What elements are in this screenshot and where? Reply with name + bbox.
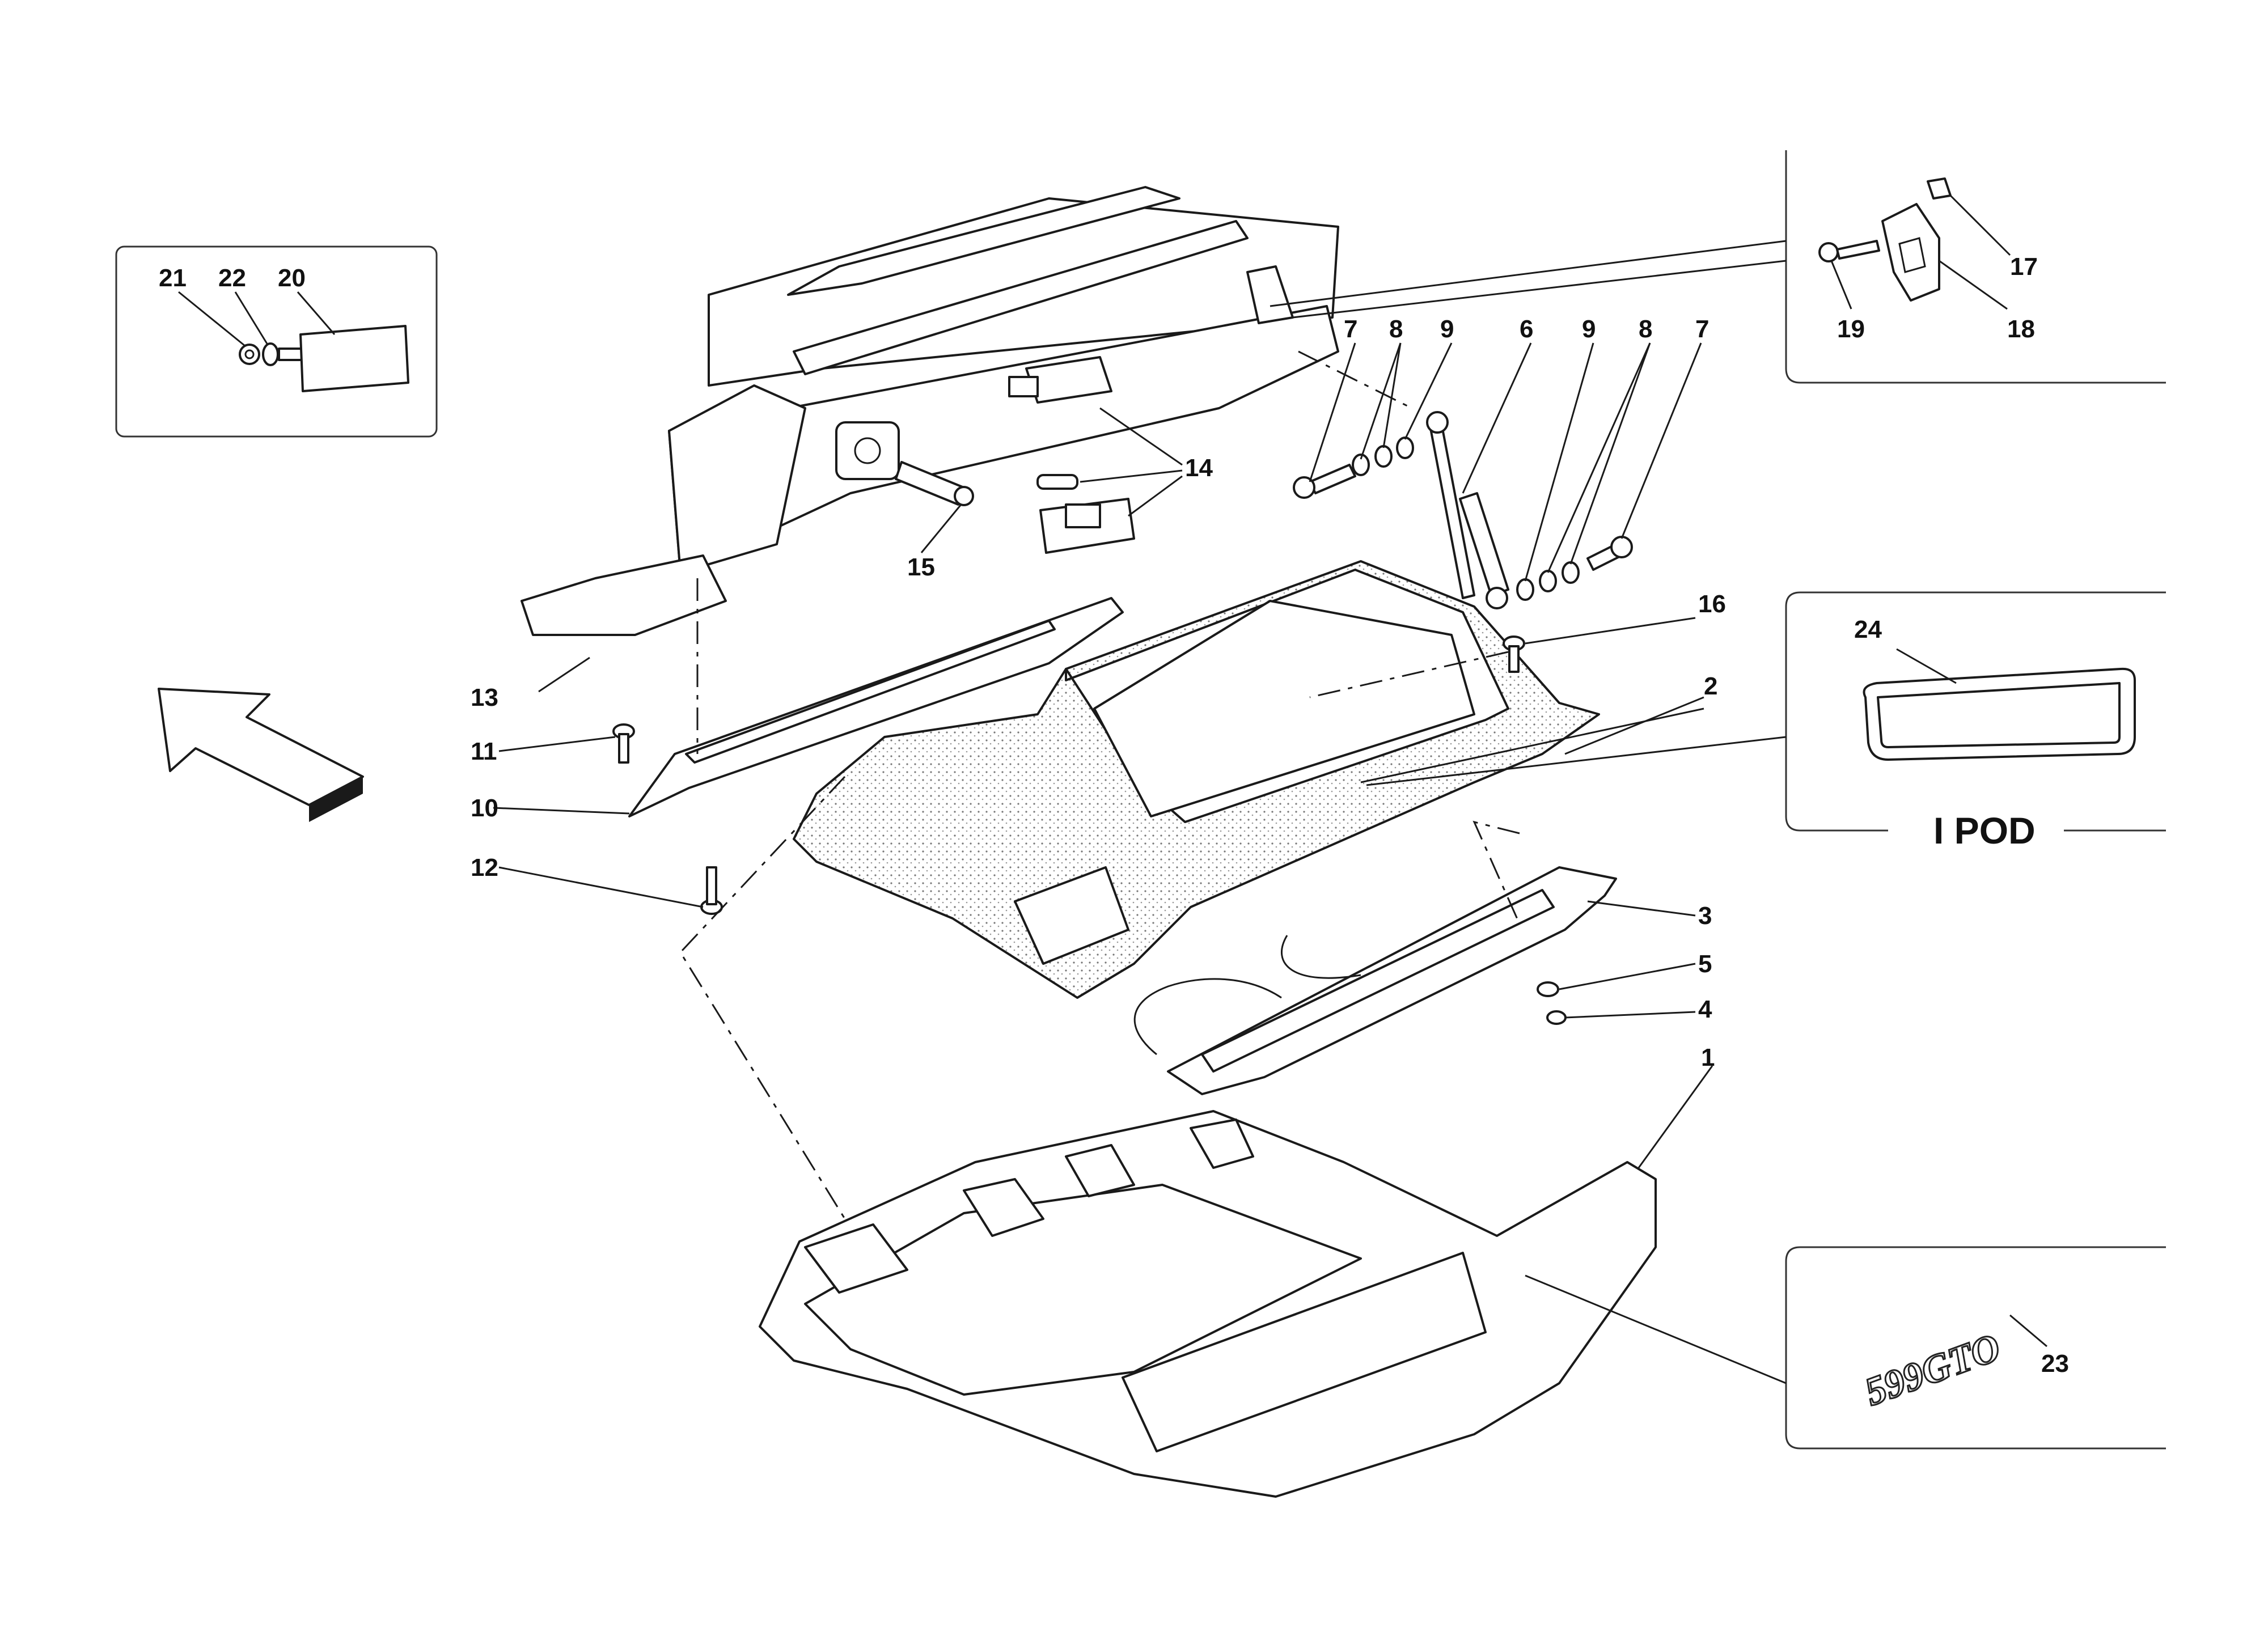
callout-3: 3 (1698, 902, 1712, 930)
glovebox-lid-1 (759, 1110, 1657, 1498)
trim-strip-10 (628, 597, 1124, 817)
bolt-7-left-icon (1293, 464, 1356, 499)
hinge-mechanism-3 (1133, 866, 1617, 1095)
badge-plate-20-icon (278, 325, 409, 392)
emblem-text: 599GTO (1859, 1325, 2006, 1414)
screw-19-icon (1818, 240, 1880, 262)
callout-17: 17 (2010, 253, 2038, 281)
callout-16: 16 (1698, 590, 1726, 618)
callout-18: 18 (2007, 315, 2035, 343)
callout-12: 12 (471, 854, 498, 882)
bracket-18-icon (1881, 203, 1940, 302)
callout-8-left: 8 (1389, 315, 1403, 343)
washer-22-icon (262, 342, 279, 366)
clip-17-icon (1927, 177, 1952, 200)
callout-1: 1 (1701, 1044, 1715, 1071)
callout-6: 6 (1520, 315, 1533, 343)
callout-23: 23 (2041, 1350, 2069, 1378)
inset-panel-bracket: 17 19 18 (1270, 150, 2166, 384)
emblem-23-icon: 599GTO (1859, 1324, 2007, 1415)
bolt-7-right-icon (1586, 536, 1633, 571)
callout-7-right: 7 (1695, 315, 1709, 343)
callout-9-right: 9 (1582, 315, 1596, 343)
ipod-holder-24-icon (1863, 667, 2136, 761)
callout-19: 19 (1837, 315, 1865, 343)
glovebox-housing (521, 186, 1339, 636)
callout-5: 5 (1698, 950, 1712, 978)
striker-pin-15-icon (895, 461, 974, 506)
washers-8-9-left-icon (1352, 437, 1414, 476)
latch-module-14-icon (1008, 356, 1112, 404)
callout-22: 22 (218, 264, 246, 292)
direction-arrow-icon (158, 688, 364, 822)
callout-11: 11 (471, 738, 497, 765)
callout-2: 2 (1704, 672, 1717, 700)
screw-12-icon (700, 866, 723, 915)
callout-4: 4 (1698, 995, 1712, 1023)
nut-21-icon (239, 344, 260, 365)
screw-11-icon (612, 723, 635, 764)
callout-9-left: 9 (1440, 315, 1454, 343)
callout-7-left: 7 (1344, 315, 1357, 343)
inset-panel-ipod: 24 I POD (1366, 591, 2166, 851)
callout-24: 24 (1854, 616, 1882, 643)
inner-bin-2 (793, 560, 1600, 999)
callout-15: 15 (907, 553, 935, 581)
gas-strut-6 (1426, 411, 1509, 609)
callout-13: 13 (471, 684, 498, 711)
inset-panel-badge: 21 22 20 (115, 245, 438, 438)
callout-10: 10 (471, 794, 498, 822)
washers-8-9-right-icon (1516, 561, 1580, 601)
callout-14: 14 (1185, 454, 1213, 482)
catch-14-icon (1039, 498, 1135, 554)
callout-21: 21 (159, 264, 187, 292)
screw-4-icon (1546, 1010, 1567, 1025)
callout-20: 20 (278, 264, 306, 292)
washer-5-icon (1537, 981, 1559, 997)
leader-lines (493, 342, 1713, 1168)
callout-8-right: 8 (1639, 315, 1652, 343)
ipod-label: I POD (1933, 810, 2036, 851)
pin-14-icon (1036, 474, 1078, 490)
screw-16-icon (1503, 635, 1525, 673)
